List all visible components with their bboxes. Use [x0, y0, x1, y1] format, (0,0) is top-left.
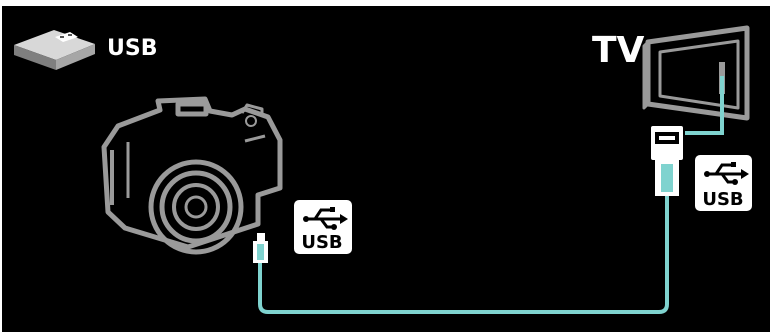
usb-cable: [258, 196, 669, 314]
camera-usb-plug: [253, 233, 268, 263]
tv-usb-badge: USB: [695, 155, 752, 211]
diagram-background: [2, 6, 770, 332]
usb-stick-icon: [14, 30, 95, 70]
tv-icon: [642, 25, 750, 121]
camera-usb-badge-label: USB: [301, 232, 342, 253]
tv-usb-connector: [651, 126, 683, 196]
camera-usb-badge: USB: [294, 200, 352, 254]
tv-title: TV: [592, 30, 645, 71]
camera-icon: [101, 96, 283, 255]
usb-trident-icon: [709, 163, 741, 184]
tv-port-cable: [685, 76, 724, 135]
tv-usb-badge-label: USB: [702, 189, 743, 210]
usb-title: USB: [107, 36, 157, 61]
